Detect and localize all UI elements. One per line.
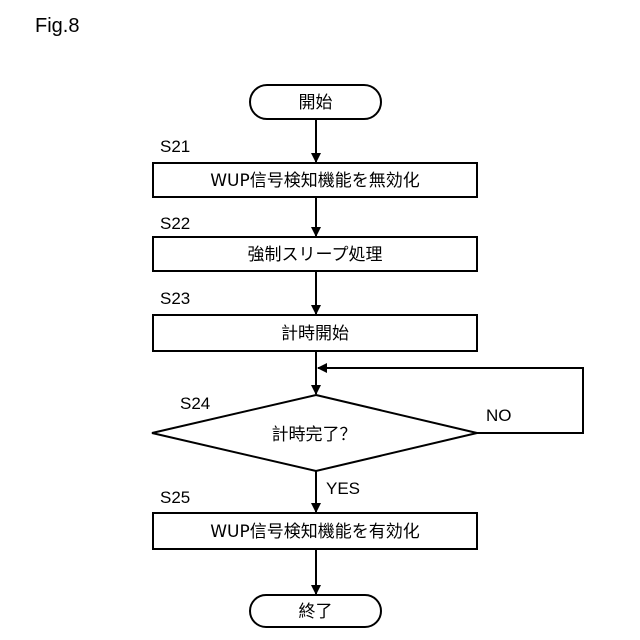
step-id-s22: S22 bbox=[160, 214, 190, 233]
process-text-s22: 強制スリープ処理 bbox=[248, 245, 383, 265]
process-text-s23: 計時開始 bbox=[281, 324, 349, 344]
figure-label: Fig.8 bbox=[35, 15, 79, 37]
process-text-s25: WUP信号検知機能を有効化 bbox=[210, 522, 420, 542]
no-label: NO bbox=[486, 406, 512, 425]
step-id-s23: S23 bbox=[160, 289, 190, 308]
step-id-s24: S24 bbox=[180, 394, 210, 413]
start-text: 開始 bbox=[299, 93, 333, 113]
step-id-s25: S25 bbox=[160, 488, 190, 507]
process-box-s23: 計時開始 bbox=[153, 315, 477, 351]
yes-label: YES bbox=[326, 479, 360, 498]
decision-text-s24: 計時完了？ bbox=[272, 425, 357, 445]
start-terminal: 開始 bbox=[250, 85, 381, 119]
step-id-s21: S21 bbox=[160, 137, 190, 156]
process-box-s21: WUP信号検知機能を無効化 bbox=[153, 163, 477, 197]
process-box-s22: 強制スリープ処理 bbox=[153, 237, 477, 271]
process-text-s21: WUP信号検知機能を無効化 bbox=[210, 171, 420, 191]
end-text: 終了 bbox=[299, 602, 333, 622]
end-terminal: 終了 bbox=[250, 595, 381, 627]
process-box-s25: WUP信号検知機能を有効化 bbox=[153, 513, 477, 549]
